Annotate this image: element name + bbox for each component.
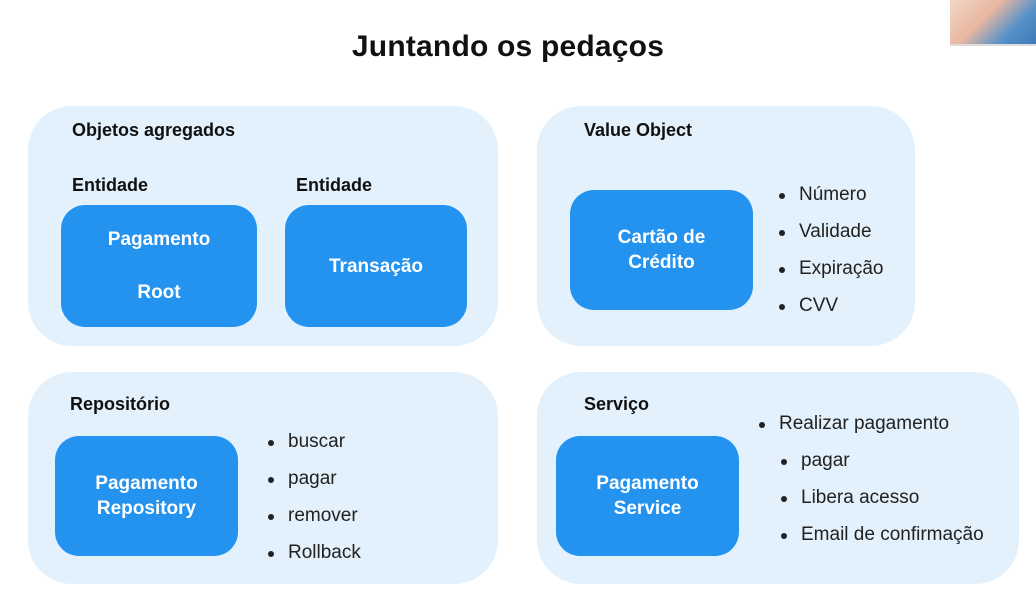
cartao-credito-line2: Crédito <box>628 252 695 273</box>
pagamento-service-line1: Pagamento <box>596 473 699 494</box>
list-item: pagar <box>779 449 984 486</box>
transacao-box: Transação <box>285 205 467 327</box>
entity2-heading: Entidade <box>296 175 373 195</box>
pagamento-root-line2: Root <box>137 282 181 303</box>
list-item: remover <box>266 504 361 541</box>
pagamento-repository-box: Pagamento Repository <box>55 436 238 556</box>
list-item: CVV <box>777 294 884 331</box>
value-object-heading: Value Object <box>584 120 693 140</box>
list-item: Expiração <box>777 257 884 294</box>
aggregates-heading: Objetos agregados <box>72 120 236 140</box>
repository-methods: buscar pagar remover Rollback <box>266 430 361 578</box>
transacao-label: Transação <box>329 255 423 277</box>
pagamento-service-box: Pagamento Service <box>556 436 739 556</box>
cartao-credito-box: Cartão de Crédito <box>570 190 753 310</box>
repository-heading: Repositório <box>70 394 171 414</box>
service-actions: Realizar pagamento pagar Libera acesso E… <box>757 412 984 560</box>
list-item: Email de confirmação <box>779 523 984 560</box>
cartao-credito-line1: Cartão de <box>617 227 706 248</box>
service-heading: Serviço <box>584 394 650 414</box>
pagamento-repository-line2: Repository <box>96 498 197 519</box>
list-item: pagar <box>266 467 361 504</box>
pagamento-root-box: Pagamento Root <box>61 205 257 327</box>
list-item: Rollback <box>266 541 361 578</box>
entity1-heading: Entidade <box>72 175 149 195</box>
pagamento-repository-line1: Pagamento <box>95 473 198 494</box>
list-item: Libera acesso <box>779 486 984 523</box>
list-item: buscar <box>266 430 361 467</box>
pagamento-root-line1: Pagamento <box>107 229 211 250</box>
presenter-webcam-thumbnail <box>950 0 1036 46</box>
list-item: Número <box>777 183 884 220</box>
list-item: Validade <box>777 220 884 257</box>
value-object-attributes: Número Validade Expiração CVV <box>777 183 884 331</box>
pagamento-service-line2: Service <box>613 498 682 519</box>
list-item: Realizar pagamento <box>757 412 984 449</box>
slide-title: Juntando os pedaços <box>351 30 665 63</box>
